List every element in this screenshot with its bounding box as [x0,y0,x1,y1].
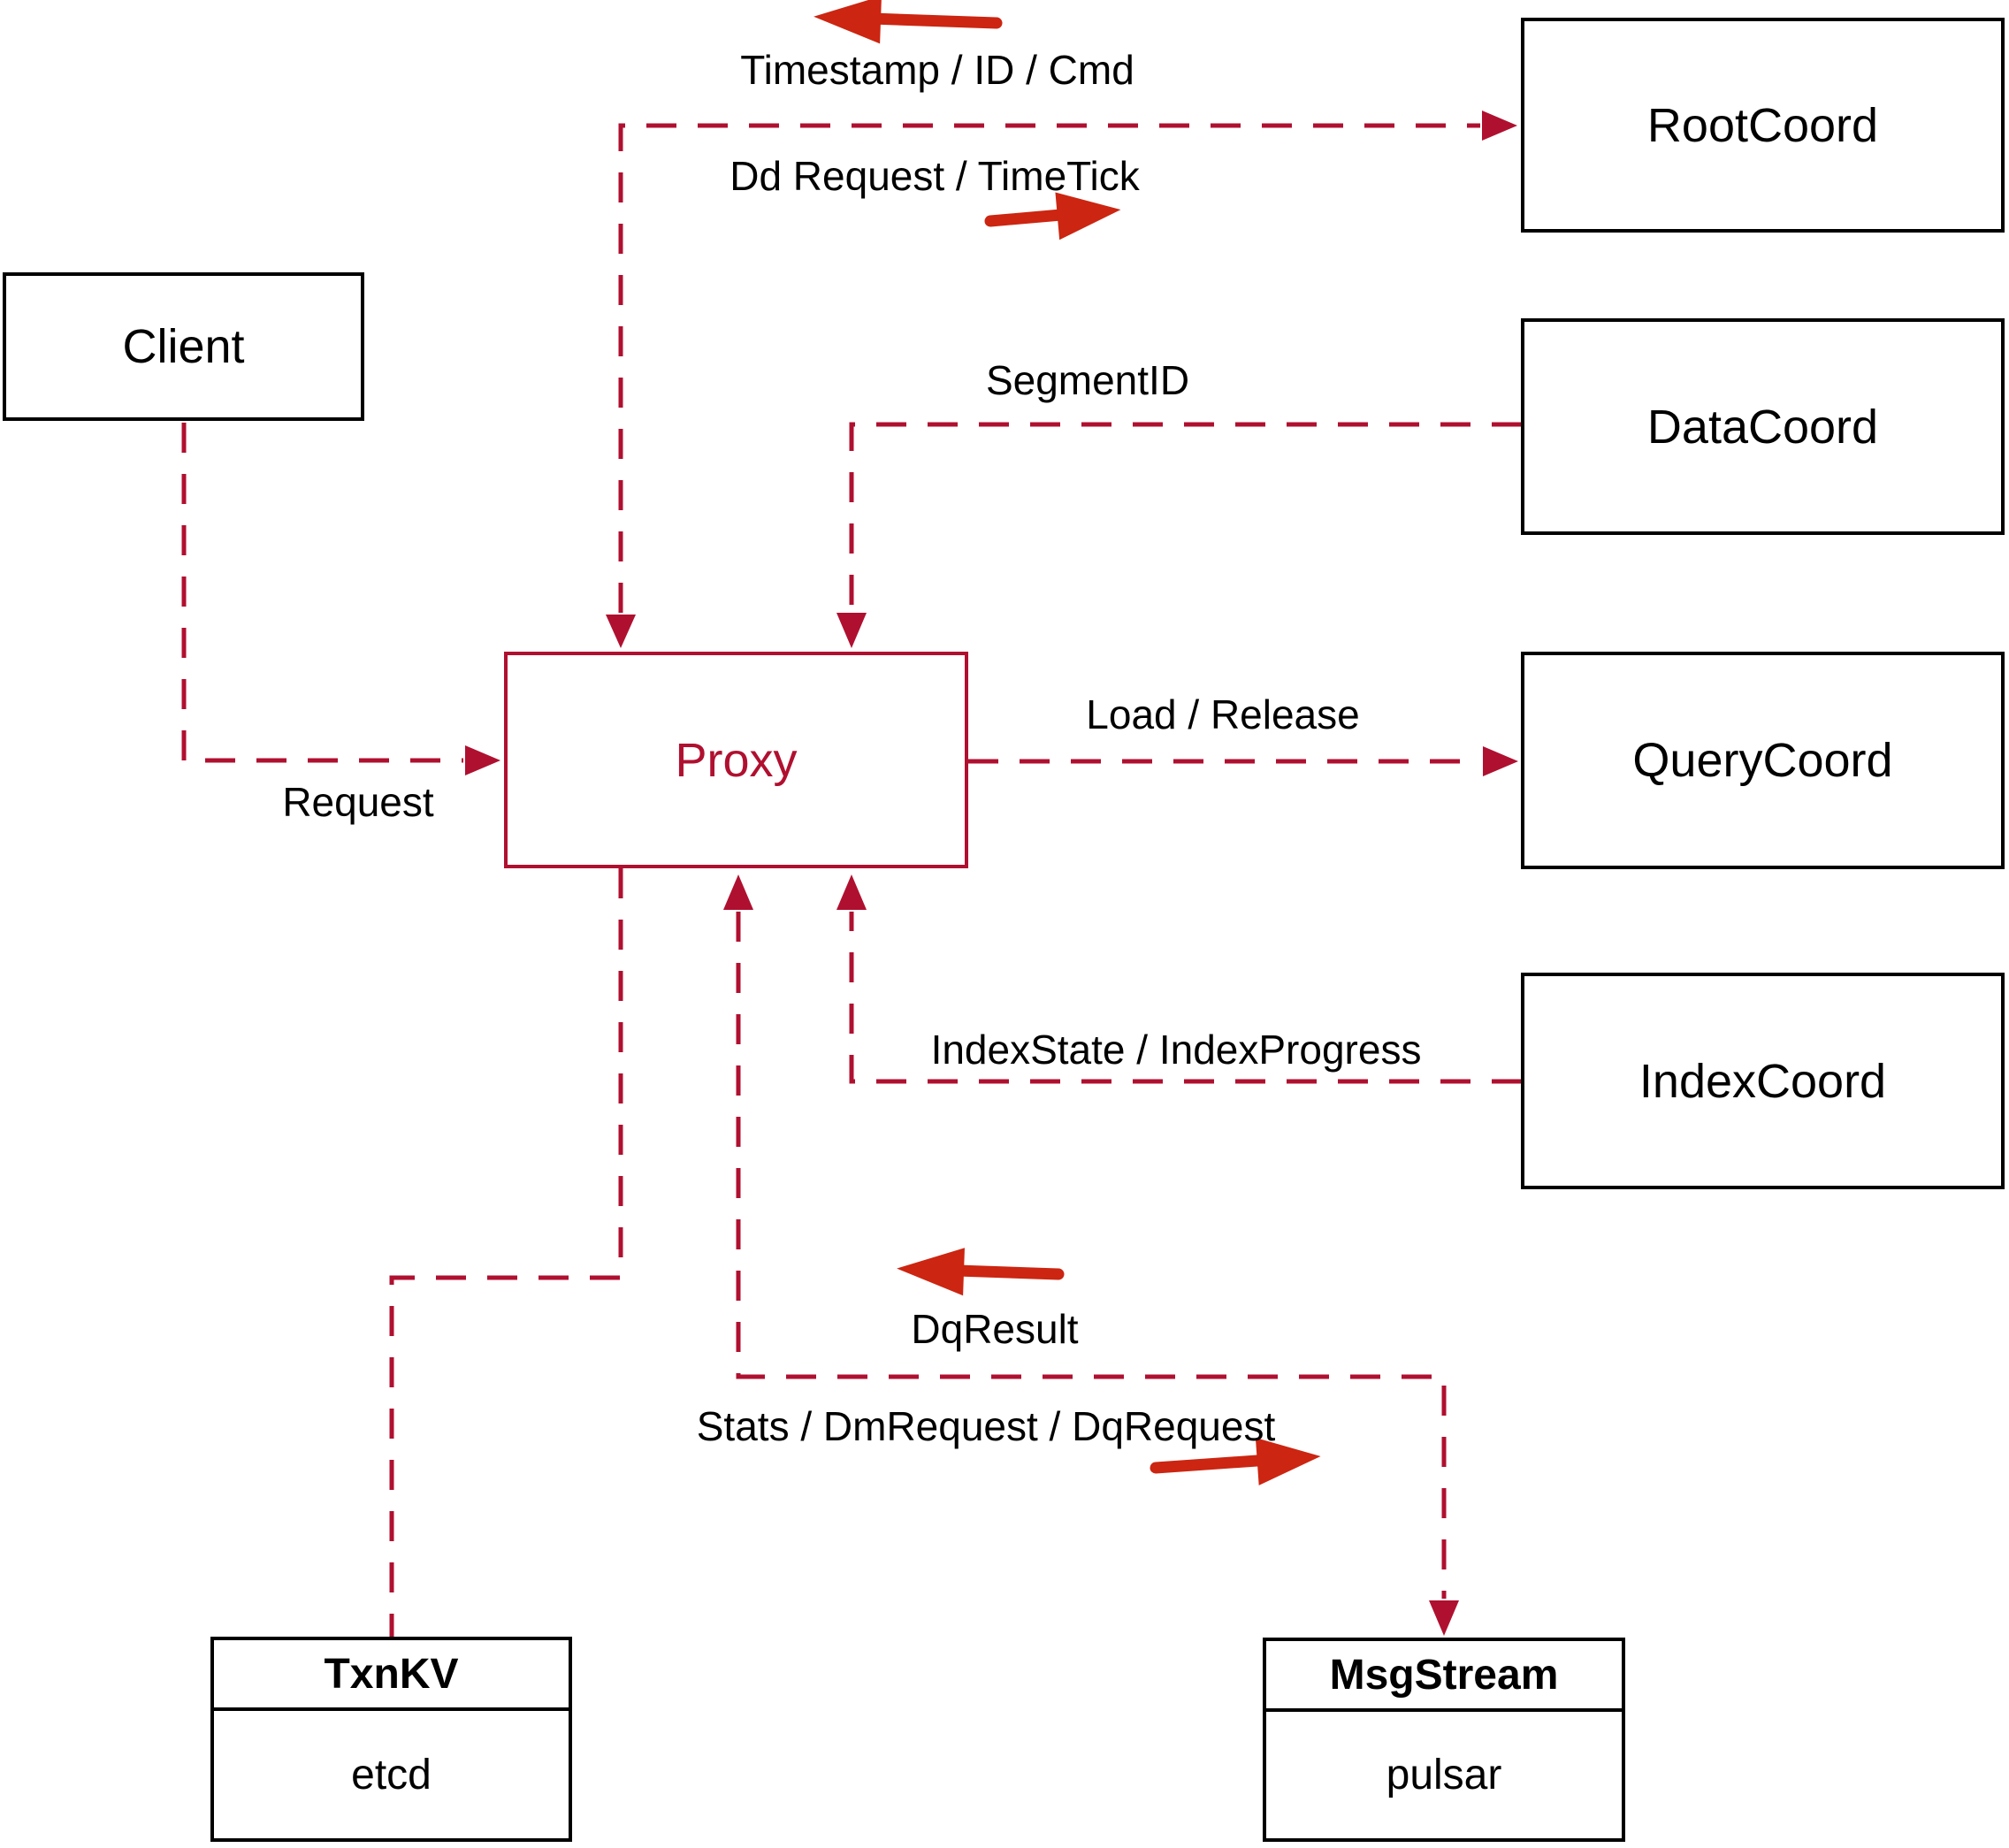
node-rootcoord: RootCoord [1521,18,2005,233]
direction-arrow-right-stats [1150,1438,1321,1485]
arrowhead-into-querycoord [1483,746,1518,776]
edge-proxy-rootcoord [618,123,1480,613]
node-txnkv-title: TxnKV [214,1640,569,1711]
direction-arrow-left-timestamp [814,0,1003,44]
edge-proxy-txnkv [389,868,623,1637]
node-txnkv: TxnKV etcd [210,1637,572,1842]
node-client: Client [3,272,364,421]
node-txnkv-impl: etcd [351,1751,432,1798]
edge-client-proxy [181,423,463,763]
arrowhead-into-proxy-bottom-left [723,874,753,910]
arrowhead-into-proxy-bottom-right [836,874,867,910]
edge-label-stats-dmrequest-dqrequest: Stats / DmRequest / DqRequest [696,1403,1276,1449]
node-indexcoord-label: IndexCoord [1639,1054,1887,1108]
edge-label-request: Request [282,779,434,825]
arrowhead-into-msgstream [1429,1600,1459,1636]
edge-proxy-msgstream [736,912,1447,1599]
node-querycoord: QueryCoord [1521,652,2005,869]
direction-arrow-right-ddrequest [984,192,1121,241]
node-msgstream-title: MsgStream [1266,1641,1622,1712]
arrowhead-into-proxy-top-left [606,615,636,648]
node-proxy-label: Proxy [675,733,798,787]
edge-indexcoord-proxy [849,912,1522,1084]
arrowhead-into-proxy-left [465,745,500,775]
node-rootcoord-label: RootCoord [1646,98,1879,152]
edge-label-timestamp-id-cmd: Timestamp / ID / Cmd [740,47,1134,93]
node-querycoord-label: QueryCoord [1632,734,1893,787]
node-client-label: Client [122,320,245,373]
edge-label-dqresult: DqResult [911,1306,1079,1352]
arrowhead-into-rootcoord [1482,111,1517,141]
node-indexcoord: IndexCoord [1521,973,2005,1189]
direction-arrow-left-dqresult [897,1248,1065,1296]
edge-label-dd-request-timetick: Dd Request / TimeTick [730,153,1140,199]
node-msgstream: MsgStream pulsar [1263,1638,1625,1842]
edge-label-indexstate-indexprogress: IndexState / IndexProgress [930,1027,1422,1073]
edge-label-segmentid: SegmentID [985,357,1190,403]
edge-label-load-release: Load / Release [1086,691,1360,737]
edge-datacoord-proxy [849,422,1522,611]
node-msgstream-impl: pulsar [1386,1752,1502,1798]
arrowhead-into-proxy-top-right [836,613,867,648]
node-datacoord-label: DataCoord [1646,400,1879,454]
node-datacoord: DataCoord [1521,318,2005,535]
node-proxy: Proxy [504,652,968,868]
